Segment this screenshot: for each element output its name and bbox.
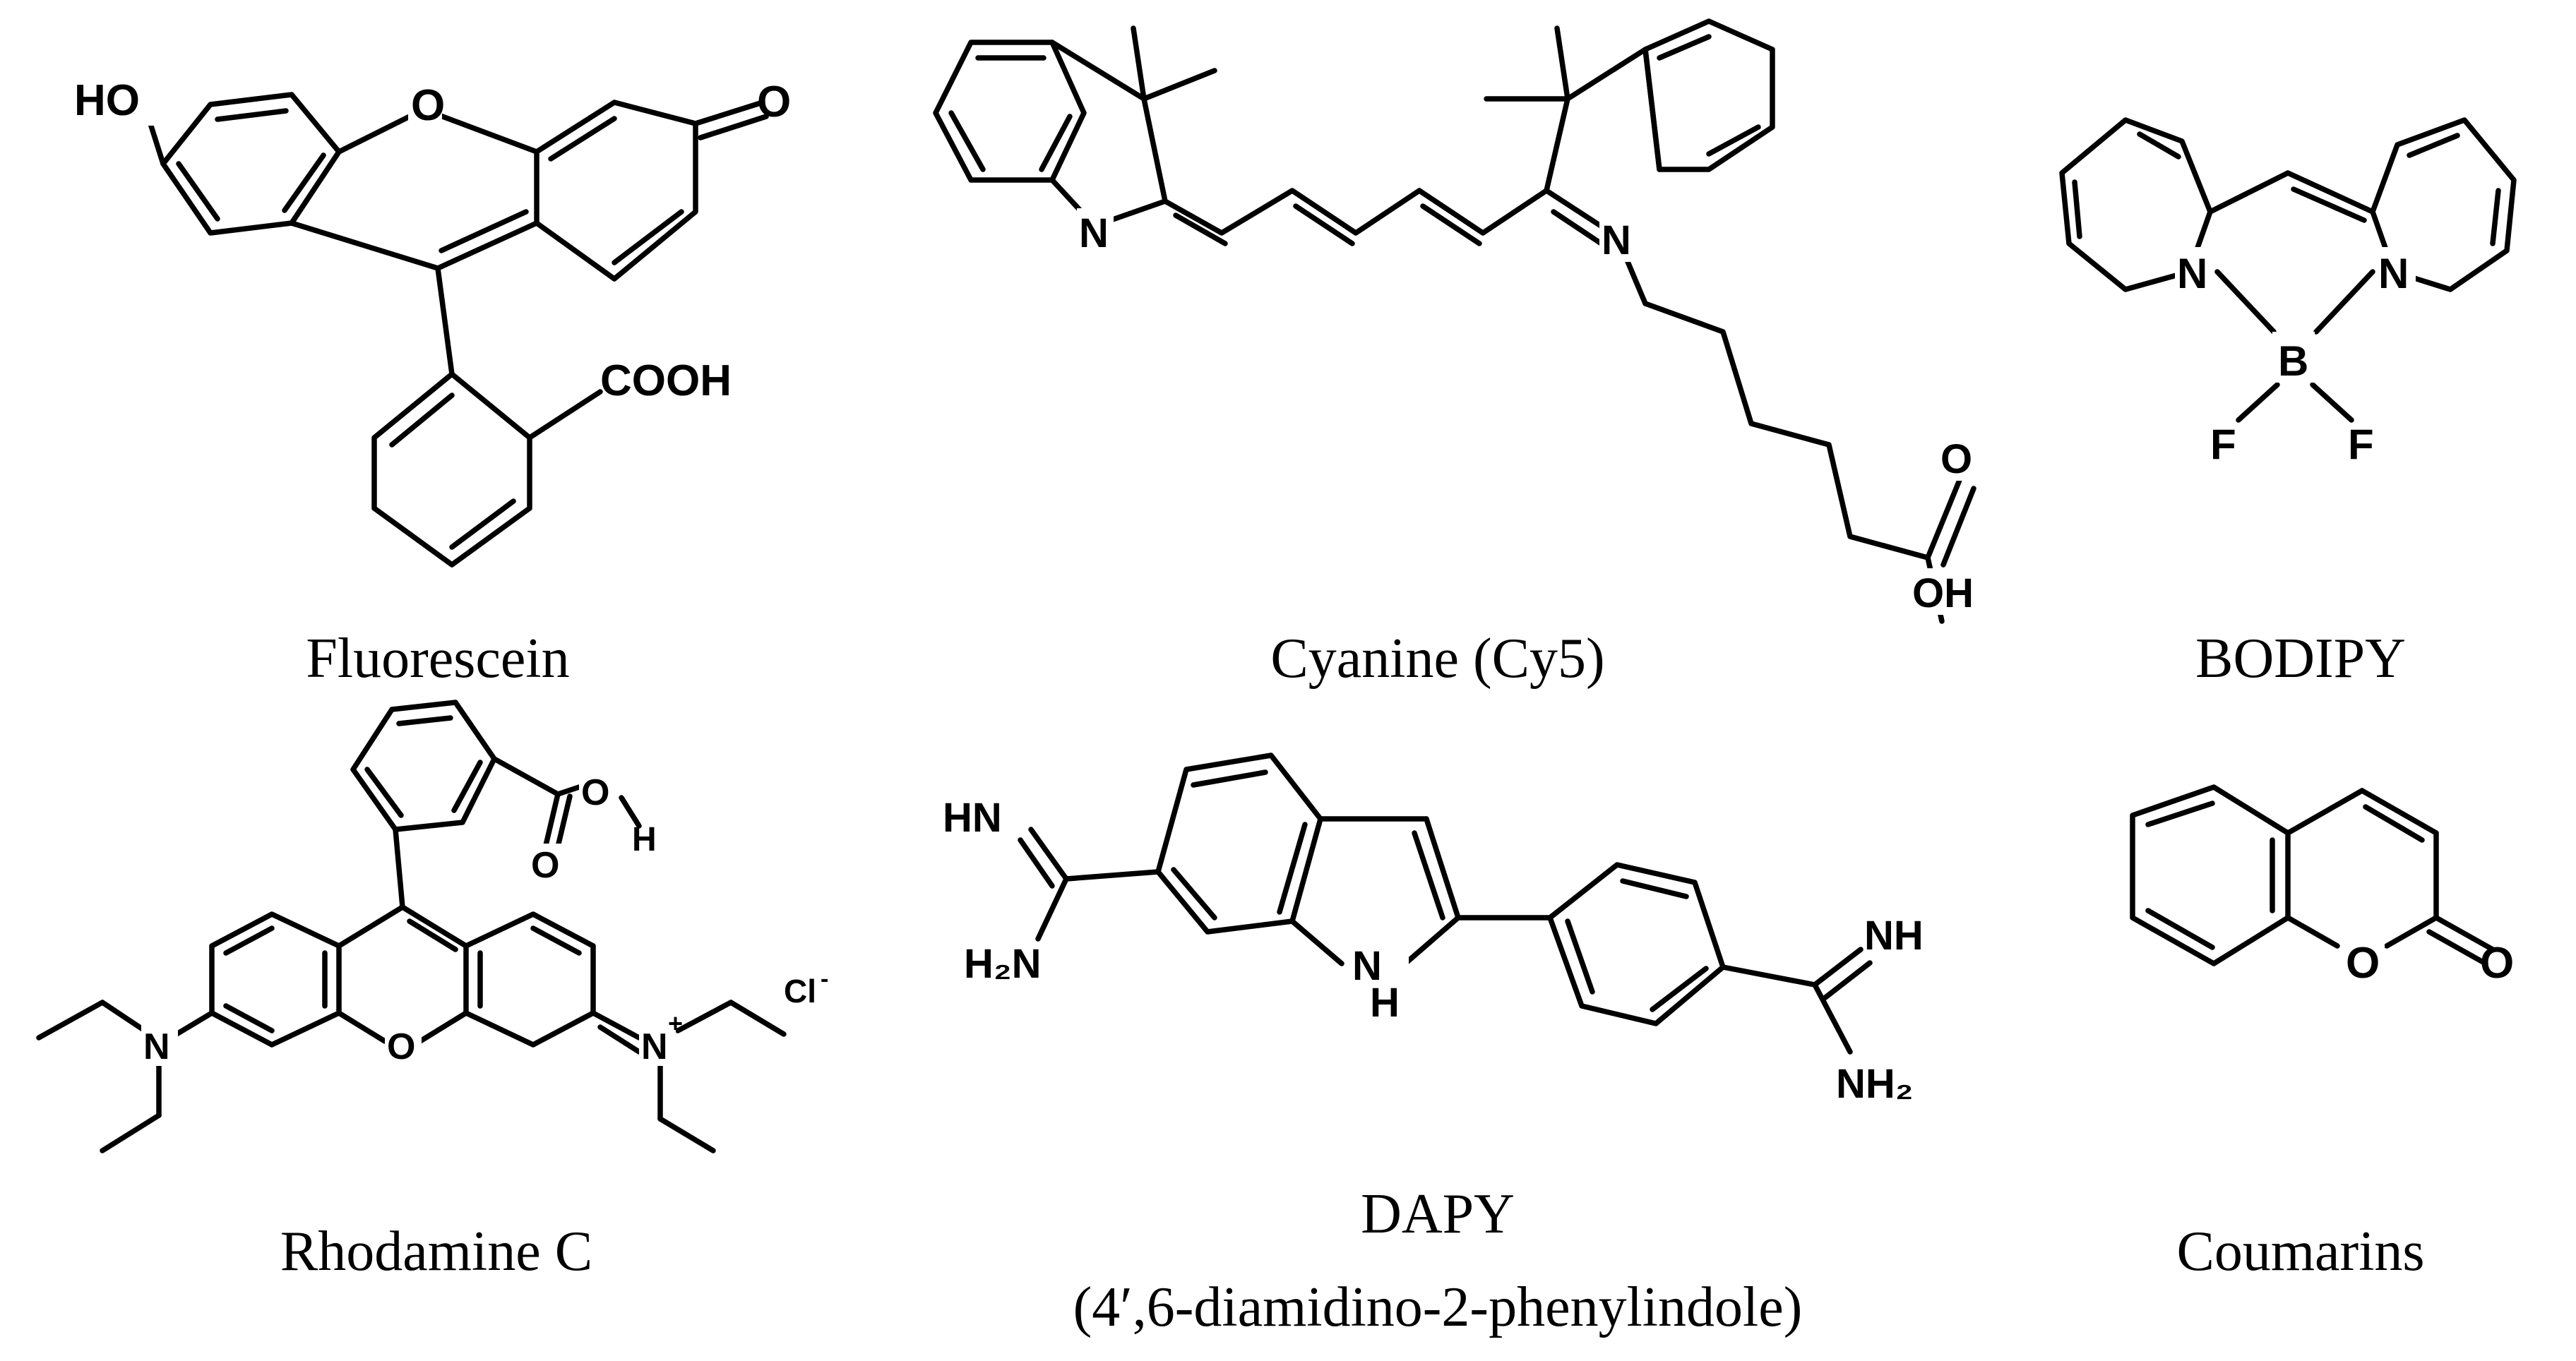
hn-label: HN	[943, 795, 1002, 841]
o-label: O	[581, 772, 609, 813]
o-label: O	[531, 845, 559, 886]
fluorescein-structure	[142, 92, 769, 568]
dapy-structure	[1018, 753, 1873, 1055]
rhodamine-structure	[36, 700, 787, 1153]
cyanine-caption: Cyanine (Cy5)	[1270, 628, 1605, 690]
nh-ring-n: N	[1352, 943, 1382, 989]
h2n-label: H₂N	[964, 941, 1042, 987]
o-label: O	[1940, 436, 1972, 482]
cl-label: Cl	[784, 973, 816, 1009]
cyanine-structure	[933, 18, 1976, 624]
cooh-label: COOH	[600, 356, 732, 405]
nh2-label: NH₂	[1836, 1061, 1914, 1107]
bodipy-caption: BODIPY	[2195, 628, 2406, 690]
n-label: N	[641, 1026, 668, 1067]
o-label: O	[2346, 939, 2380, 988]
f-label: F	[2210, 421, 2236, 468]
n-label: N	[2177, 250, 2207, 297]
n-label: N	[143, 1026, 170, 1067]
n-label: N	[1602, 217, 1631, 263]
nh-ring-h: H	[1370, 980, 1400, 1026]
nh-label: NH	[1864, 913, 1924, 959]
o-label: O	[387, 1026, 415, 1067]
ho-label: HO	[74, 76, 140, 125]
h-label: H	[632, 821, 657, 858]
coumarins-caption: Coumarins	[2176, 1221, 2425, 1283]
rhodamine-caption: Rhodamine C	[280, 1221, 593, 1283]
plus-charge: +	[668, 1009, 683, 1038]
n-label: N	[1079, 210, 1109, 256]
b-label: B	[2278, 337, 2308, 385]
dapy-fullname-caption: (4′,6-diamidino-2-phenylindole)	[1073, 1276, 1803, 1338]
o-label: O	[757, 78, 791, 126]
o-label: O	[411, 81, 445, 130]
fluorescein-caption: Fluorescein	[306, 628, 570, 690]
n-label: N	[2378, 250, 2409, 297]
coumarin-structure	[2130, 784, 2496, 966]
f-label: F	[2348, 421, 2374, 468]
cl-charge: -	[821, 966, 828, 993]
oh-label: OH	[1912, 570, 1974, 616]
dapy-caption: DAPY	[1361, 1183, 1515, 1245]
bodipy-structure	[2059, 117, 2517, 423]
o-label: O	[2480, 939, 2514, 988]
